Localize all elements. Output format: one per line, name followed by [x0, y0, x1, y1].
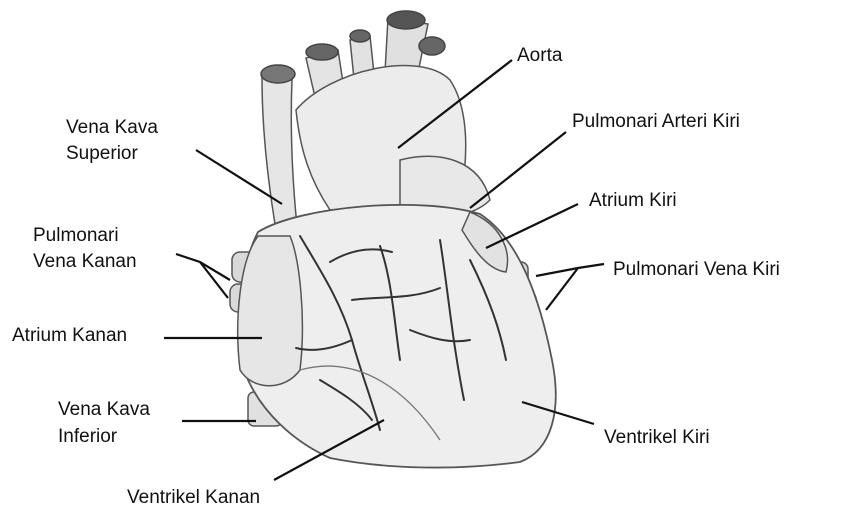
label-vena-kava-inferior-line2: Inferior: [58, 425, 117, 449]
vena-kava-superior-opening: [261, 65, 295, 83]
label-atrium-kanan: Atrium Kanan: [12, 324, 127, 348]
leader-line-pulmonari-arteri-kiri: [470, 132, 566, 208]
label-vena-kava-superior-line1: Vena Kava: [66, 116, 158, 140]
aortic-branch-1-opening: [306, 44, 338, 60]
label-vena-kava-superior-line2: Superior: [66, 142, 138, 166]
leader-line-atrium-kiri: [486, 204, 578, 248]
label-pulmonari-vena-kanan-line1: Pulmonari: [33, 224, 119, 248]
label-vena-kava-inferior-line1: Vena Kava: [58, 398, 150, 422]
heart-illustration: [230, 11, 556, 468]
label-ventrikel-kanan: Ventrikel Kanan: [127, 486, 260, 510]
label-pulmonari-vena-kiri: Pulmonari Vena Kiri: [613, 258, 780, 282]
aortic-branch-2-opening: [350, 30, 370, 42]
label-atrium-kiri: Atrium Kiri: [589, 189, 677, 213]
leader-line-pulmonari-vena-kiri: [536, 264, 604, 276]
aortic-branch-4-opening: [419, 37, 445, 55]
vena-kava-superior-vessel: [262, 78, 298, 236]
leader-line-pulmonari-vena-kanan-lower: [200, 262, 228, 298]
label-pulmonari-arteri-kiri: Pulmonari Arteri Kiri: [572, 110, 740, 134]
label-aorta: Aorta: [517, 44, 562, 68]
right-atrium-shape: [238, 236, 303, 386]
label-ventrikel-kiri: Ventrikel Kiri: [604, 426, 710, 450]
label-pulmonari-vena-kanan-line2: Vena Kanan: [33, 250, 137, 274]
aortic-branch-3-opening: [387, 11, 425, 29]
